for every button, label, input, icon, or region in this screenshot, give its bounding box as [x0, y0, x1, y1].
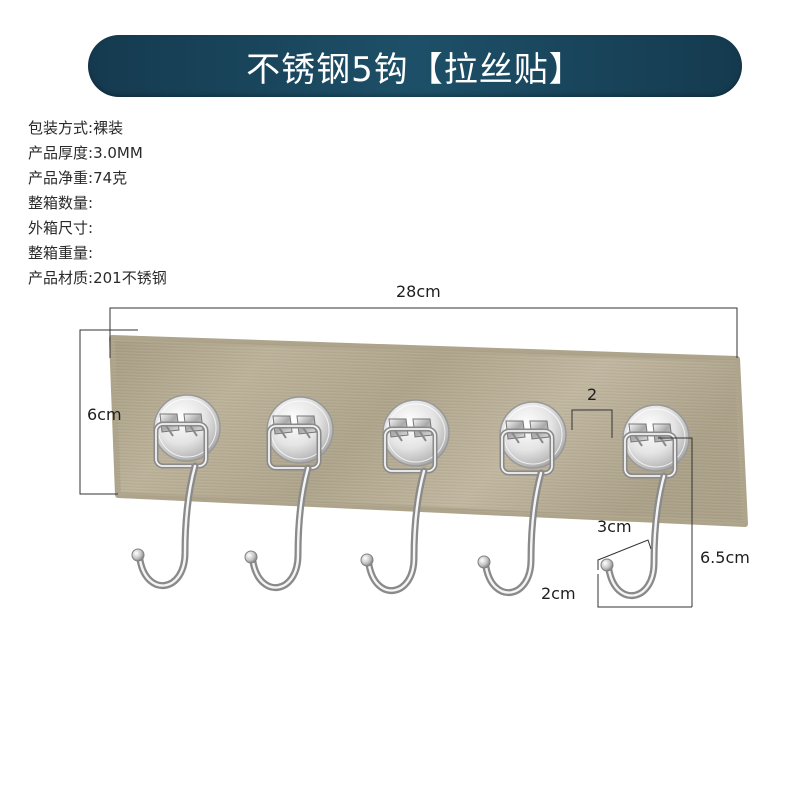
dimension-hook-depth-label: 6.5cm [700, 548, 750, 567]
spec-value: 裸装 [93, 119, 124, 137]
spec-label: 外箱尺寸: [28, 219, 94, 237]
spec-carton-weight: 整箱重量: [28, 241, 167, 266]
dimension-line-hook-depth [658, 437, 693, 607]
spec-thickness: 产品厚度:3.0MM [28, 141, 167, 166]
dimension-line-height [79, 329, 138, 495]
dimension-line-hook-tip [597, 574, 692, 608]
dimension-line-hook-width [597, 539, 652, 570]
spec-material: 产品材质:201不锈钢 [28, 266, 167, 291]
spec-net-weight: 产品净重:74克 [28, 166, 167, 191]
spec-carton-quantity: 整箱数量: [28, 191, 167, 216]
dimension-line-spacing [571, 409, 613, 438]
dimension-height-label: 6cm [87, 405, 122, 424]
spec-carton-size: 外箱尺寸: [28, 216, 167, 241]
spec-value: 3.0MM [93, 144, 143, 162]
product-title: 不锈钢5钩【拉丝贴】 [246, 49, 584, 90]
spec-packaging: 包装方式:裸装 [28, 116, 167, 141]
dimension-spacing-label: 2 [587, 385, 598, 404]
spec-label: 整箱数量: [28, 194, 94, 212]
spec-list: 包装方式:裸装 产品厚度:3.0MM 产品净重:74克 整箱数量: 外箱尺寸: … [28, 116, 167, 291]
dimension-length-label: 28cm [396, 282, 441, 301]
spec-label: 产品材质: [28, 269, 94, 287]
spec-label: 产品净重: [28, 169, 94, 187]
dimension-hook-tip-label: 2cm [541, 584, 576, 603]
spec-label: 产品厚度: [28, 144, 94, 162]
spec-value: 74克 [93, 169, 128, 187]
spec-label: 包装方式: [28, 119, 94, 137]
dimension-line-length [109, 307, 738, 358]
dimension-hook-width-label: 3cm [597, 517, 632, 536]
spec-label: 整箱重量: [28, 244, 94, 262]
spec-value: 201不锈钢 [93, 269, 167, 287]
title-banner: 不锈钢5钩【拉丝贴】 [88, 35, 742, 97]
